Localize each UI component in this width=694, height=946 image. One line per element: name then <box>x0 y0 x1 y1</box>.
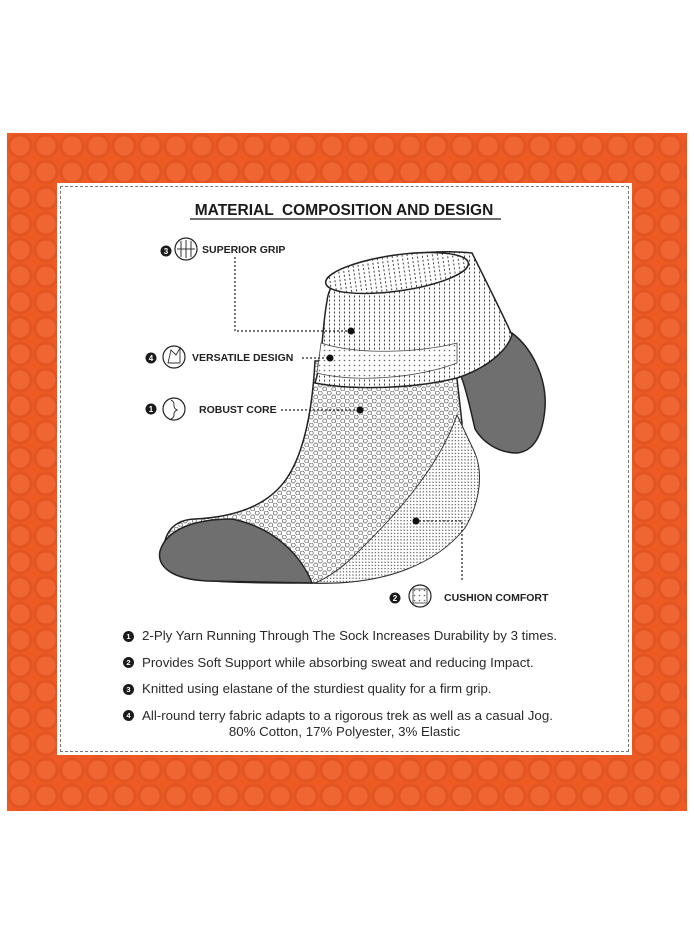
feature-item: 3 Knitted using elastane of the sturdies… <box>123 676 623 703</box>
callout-versatile-design: 4 VERSATILE DESIGN <box>145 345 334 369</box>
callout-label: ROBUST CORE <box>199 404 277 416</box>
callout-superior-grip: 3 SUPERIOR GRIP <box>160 237 355 335</box>
feature-text: Provides Soft Support while absorbing sw… <box>142 654 534 670</box>
feature-number: 3 <box>123 683 134 695</box>
card-dashed-border <box>60 186 629 752</box>
callout-robust-core: 1 ROBUST CORE <box>145 397 364 421</box>
feature-item: 2 Provides Soft Support while absorbing … <box>123 650 623 677</box>
material-composition: 80% Cotton, 17% Polyester, 3% Elastic <box>228 724 461 739</box>
feature-text: 2-Ply Yarn Running Through The Sock Incr… <box>142 628 558 643</box>
callout-number: 3 <box>164 247 169 256</box>
callout-label: VERSATILE DESIGN <box>192 352 293 364</box>
feature-number: 4 <box>123 710 134 722</box>
feature-item: 4 All-round terry fabric adapts to a rig… <box>123 703 623 730</box>
feature-number: 2 <box>123 657 134 669</box>
feature-text: Knitted using elastane of the sturdiest … <box>142 681 492 696</box>
feature-item: 1 2-Ply Yarn Running Through The Sock In… <box>123 623 623 650</box>
sock-cushion-sole <box>314 413 481 584</box>
callout-number: 2 <box>393 594 398 603</box>
callout-cushion-comfort: 2 CUSHION COMFORT <box>389 517 549 608</box>
callout-number: 1 <box>149 405 154 414</box>
sock-ankle-band <box>316 342 458 379</box>
sock-toe <box>158 518 314 584</box>
versatile-design-icon <box>162 345 186 369</box>
robust-core-icon <box>162 397 186 421</box>
feature-text: All-round terry fabric adapts to a rigor… <box>142 707 553 723</box>
callout-label: CUSHION COMFORT <box>444 592 549 604</box>
sock-cuff-opening <box>324 251 470 295</box>
feature-number: 1 <box>123 630 134 642</box>
diagram-title: MATERIAL COMPOSITION AND DESIGN <box>195 202 494 219</box>
info-card: MATERIAL COMPOSITION AND DESIGN 3 SUPERI… <box>57 183 632 755</box>
feature-list: 1 2-Ply Yarn Running Through The Sock In… <box>123 623 623 729</box>
sock-diagram: MATERIAL COMPOSITION AND DESIGN 3 SUPERI… <box>145 202 549 608</box>
callout-number: 4 <box>149 354 154 363</box>
callout-label: SUPERIOR GRIP <box>202 244 285 256</box>
